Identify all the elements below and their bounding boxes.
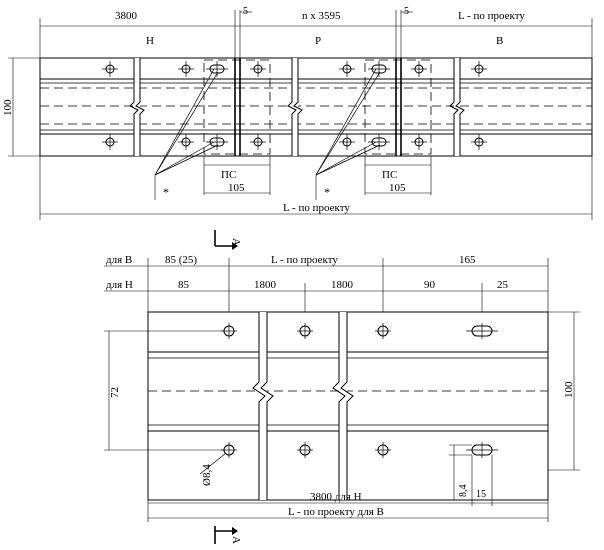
slot — [368, 134, 390, 150]
hole — [411, 61, 427, 77]
break-line-1 — [129, 58, 145, 156]
slot — [206, 61, 228, 77]
dim-gap-2: 5 — [404, 6, 409, 17]
hole — [339, 61, 355, 77]
break-line-bottom-1 — [252, 312, 274, 500]
ps-label-1: ПС — [221, 169, 236, 181]
row-v-dim-2: L - по проекту — [271, 254, 338, 266]
slot-width: 8,4 — [458, 485, 469, 498]
row-v-dim-3: 165 — [459, 254, 476, 266]
dim-left-width: 3800 — [115, 10, 138, 22]
ps-value-1: 105 — [228, 182, 245, 194]
top-view: 3800 5 n х 3595 5 L - по проекту Н Р В 1… — [2, 6, 593, 220]
row-v-dim-1: 85 (25) — [165, 254, 197, 266]
hole — [297, 442, 313, 458]
hole — [471, 134, 487, 150]
splice-plate-2 — [364, 59, 432, 155]
row-n-dim-3: 1800 — [331, 279, 354, 291]
slot — [206, 134, 228, 150]
hole — [178, 61, 194, 77]
hole — [375, 442, 391, 458]
break-line-3 — [449, 58, 465, 156]
hole — [250, 134, 266, 150]
hole — [178, 134, 194, 150]
dia-leader — [199, 452, 227, 475]
hole — [375, 323, 391, 339]
rail-outline — [39, 57, 593, 157]
bottom-holes — [221, 323, 498, 458]
slot — [466, 442, 498, 458]
hole — [411, 134, 427, 150]
dim-bottom-2: L - по проекту для В — [288, 506, 384, 518]
row-v-label: для В — [106, 254, 132, 266]
dim-right-height: 100 — [563, 381, 575, 398]
label-p: Р — [315, 35, 321, 47]
section-label-top: А — [230, 238, 242, 246]
hole — [102, 134, 118, 150]
ps-value-2: 105 — [389, 182, 406, 194]
ps-box-2 — [364, 156, 432, 195]
hole — [471, 61, 487, 77]
hole — [250, 61, 266, 77]
asterisk-1: * — [163, 185, 169, 199]
top-holes — [102, 61, 487, 150]
dim-bottom-1: 3800 для Н — [310, 491, 362, 503]
dim-middle: n х 3595 — [302, 10, 341, 22]
asterisk-2: * — [324, 185, 330, 199]
dim-right: L - по проекту — [458, 10, 525, 22]
slot — [368, 61, 390, 77]
ps-label-2: ПС — [382, 169, 397, 181]
dim-height: 100 — [2, 99, 14, 116]
break-line-bottom-2 — [332, 312, 354, 500]
row-n-dim-2: 1800 — [254, 279, 277, 291]
row-n-label: для Н — [106, 279, 133, 291]
hole — [102, 61, 118, 77]
hole — [297, 323, 313, 339]
row-n-dim-5: 25 — [497, 279, 509, 291]
slot-length: 15 — [476, 489, 486, 500]
dim-total: L - по проекту — [283, 202, 350, 214]
label-n: Н — [146, 35, 154, 47]
splice-plate-1 — [203, 59, 271, 155]
dim-gap-1: 5 — [243, 6, 248, 17]
bottom-view: для В 85 (25) L - по проекту 165 для Н 8… — [104, 254, 580, 522]
label-v: В — [496, 35, 503, 47]
hole — [339, 134, 355, 150]
section-marker-bottom — [214, 526, 238, 544]
slot — [466, 323, 498, 339]
section-label-bottom: А — [230, 536, 242, 544]
dim-left-height: 72 — [109, 387, 121, 398]
rail-outline-bottom — [147, 311, 549, 501]
leaders-2 — [315, 68, 381, 176]
row-n-dim-4: 90 — [424, 279, 436, 291]
break-line-2 — [287, 58, 303, 156]
ps-box-1 — [203, 156, 271, 195]
leaders-1 — [154, 68, 219, 176]
hole-dia: Ø8,4 — [201, 464, 213, 486]
row-n-dim-1: 85 — [178, 279, 190, 291]
section-marker-top — [214, 230, 238, 250]
